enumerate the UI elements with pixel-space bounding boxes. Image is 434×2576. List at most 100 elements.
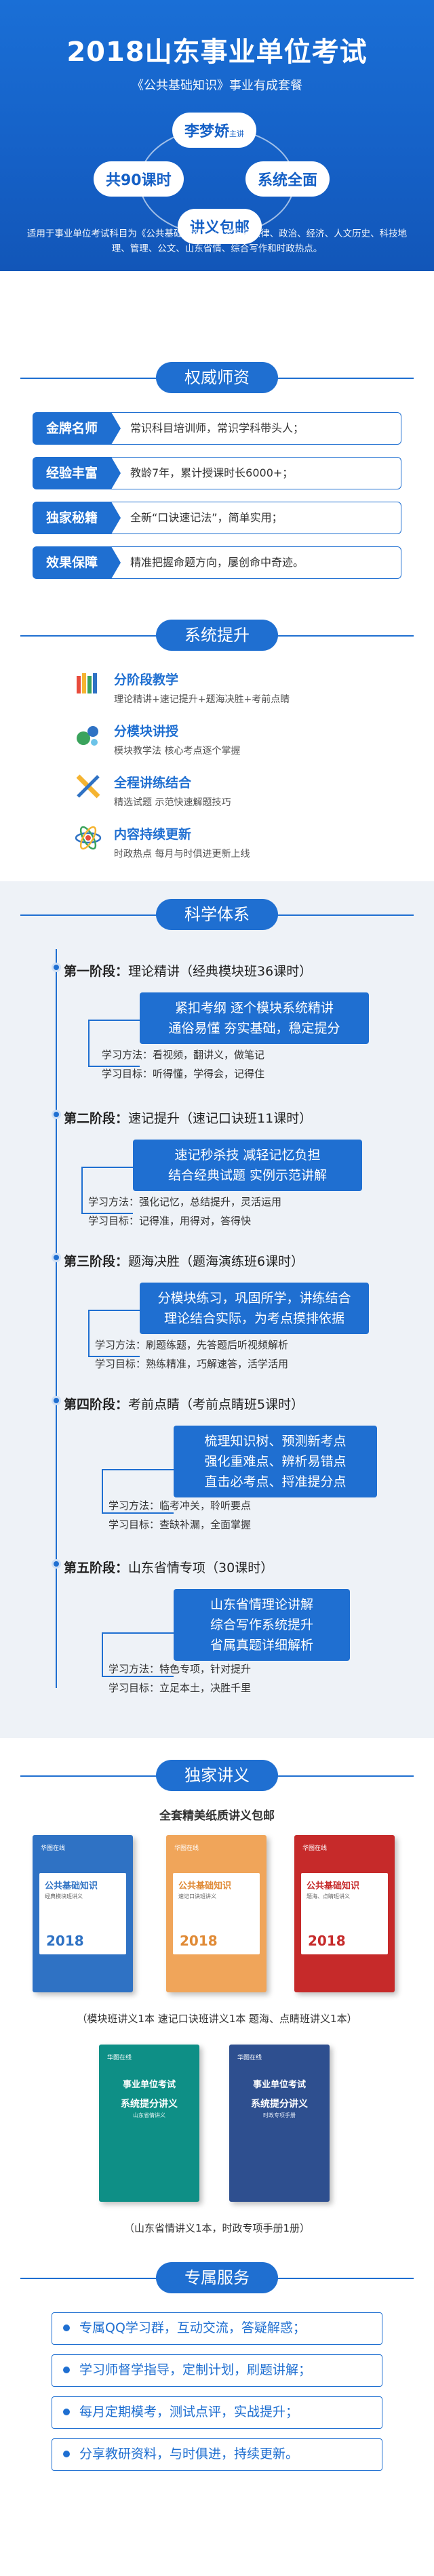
book-year: 2018 (180, 1933, 218, 1949)
book-cover: 华图在线 事业单位考试 系统提分讲义 时政专项手册 (229, 2045, 330, 2202)
book-title: 公共基础知识 (45, 1881, 98, 1891)
book-cover: 华图在线 公共基础知识 题海、点睛班讲义 2018 (294, 1835, 395, 1992)
hero-banner: 2018山东事业单位考试 《公共基础知识》事业有成套餐 李梦娇主讲 共90课时 … (0, 0, 434, 271)
authority-text: 教龄7年，累计授课时长6000+； (111, 457, 401, 489)
authority-section-header: 权威师资 (0, 347, 434, 408)
handout-bubble: 讲义包邮 (178, 209, 262, 244)
system-item-desc: 模块教学法 核心考点逐个掌握 (114, 746, 241, 757)
system-item-title: 全程讲练结合 (114, 776, 192, 790)
system-item-desc: 精选试题 示范快速解题技巧 (114, 797, 231, 808)
stage-title: 第一阶段：理论精讲（经典模块班36课时） (64, 964, 313, 979)
stage-goal: 学习目标：查缺补漏，全面掌握 (108, 1518, 252, 1531)
system-item: 分模块讲授 模块教学法 核心考点逐个掌握 (73, 720, 434, 758)
stage-method: 学习方法：看视频，翻讲义，做笔记 (102, 1049, 265, 1061)
stage-dot (52, 963, 61, 972)
stage-dot (52, 1253, 61, 1262)
atom-icon (73, 823, 103, 853)
authority-text: 精准把握命题方向，屡创命中奇迹。 (111, 546, 401, 579)
stage-title: 第二阶段：速记提升（速记口诀班11课时） (64, 1111, 313, 1126)
books-row-top: 华图在线 公共基础知识 经典模块班讲义 2018 华图在线 公共基础知识 速记口… (0, 1835, 434, 2011)
stage-box-line: 紧扣考纲 逐个模块系统精讲 (174, 1001, 334, 1015)
stage-highlight-box: 分模块练习，巩固所学，讲练结合 理论结合实际，为考点摸排依据 (140, 1283, 369, 1334)
stage-bracket (102, 1632, 174, 1677)
stage-goal: 学习目标：听得懂，学得会，记得住 (102, 1068, 265, 1080)
stage-highlight-box: 速记秒杀技 减轻记忆负担 结合经典试题 实例示范讲解 (133, 1140, 362, 1191)
authority-tag: 金牌名师 (33, 412, 121, 445)
publisher-logo: 华图在线 (41, 1845, 66, 1852)
authority-row: 经验丰富 教龄7年，累计授课时长6000+； (33, 457, 401, 489)
stage-highlight-box: 梳理知识树、预测新考点 强化重难点、辨析易错点 直击必考点、捋准提分点 (174, 1426, 377, 1497)
book-year: 2018 (46, 1933, 84, 1949)
handouts-label: 全套精美纸质讲义包邮 (159, 1809, 275, 1823)
services-section-header: 专属服务 (0, 2247, 434, 2308)
stage-box-line: 通俗易懂 夯实基础，稳定提分 (168, 1021, 340, 1036)
handouts-section-header: 独家讲义 (0, 1745, 434, 1806)
stage-dot (52, 1396, 61, 1405)
stage-box-line: 梳理知识树、预测新考点 (204, 1434, 347, 1449)
service-item: 分享教研资料，与时俱进，持续更新。 (52, 2438, 382, 2471)
stage-box-line: 分模块练习，巩固所学，讲练结合 (157, 1291, 351, 1306)
science-section-header: 科学体系 (0, 884, 434, 945)
stage-title: 第四阶段：考前点睛（考前点睛班5课时） (64, 1397, 304, 1412)
stage-box-line: 综合写作系统提升 (210, 1617, 313, 1632)
teacher-bubble: 李梦娇主讲 (172, 113, 257, 148)
stage-bracket (81, 1167, 133, 1214)
feature-bubbles: 李梦娇主讲 共90课时 系统全面 讲义包邮 (0, 107, 434, 256)
stage-dot (52, 1559, 61, 1569)
system-item-title: 分阶段教学 (114, 672, 179, 687)
authority-header: 权威师资 (156, 362, 278, 393)
system-item: 全程讲练结合 精选试题 示范快速解题技巧 (73, 771, 434, 809)
stage-goal: 学习目标：立足本土，决胜千里 (108, 1682, 252, 1694)
publisher-logo: 华图在线 (174, 1845, 199, 1852)
stage-dot (52, 1110, 61, 1119)
authority-tag: 独家秘籍 (33, 502, 121, 534)
authority-tag: 效果保障 (33, 546, 121, 579)
book-title: 公共基础知识 (178, 1881, 232, 1891)
book-title: 事业单位考试 (252, 2080, 306, 2090)
book-year: 2018 (308, 1933, 346, 1949)
science-header: 科学体系 (156, 899, 278, 930)
stage-box-line: 山东省情理论讲解 (210, 1597, 313, 1612)
handouts-header: 独家讲义 (156, 1760, 278, 1791)
hero-description: 适用于事业单位考试科目为《公共基础知识》，内容包括法律、政治、经济、人文历史、科… (26, 228, 408, 254)
system-item: 分阶段教学 理论精讲+速记提升+题海决胜+考前点睛 (73, 668, 434, 706)
system-section-header: 系统提升 (0, 605, 434, 666)
teacher-suffix: 主讲 (229, 129, 245, 138)
publisher-logo: 华图在线 (107, 2055, 132, 2061)
book-subtitle: 速记口诀班讲义 (178, 1893, 216, 1899)
services-list: 专属QQ学习群，互动交流，答疑解惑； 学习师督学指导，定制计划，刷题讲解； 每月… (0, 2308, 434, 2484)
authority-tag: 经验丰富 (33, 457, 121, 489)
system-item-title: 内容持续更新 (114, 827, 192, 842)
authority-row: 金牌名师 常识科目培训师，常识学科带头人； (33, 412, 401, 445)
authority-text: 全新“口诀速记法”，简单实用； (111, 502, 401, 534)
book-subtitle: 经典模块班讲义 (45, 1893, 83, 1899)
book-subtitle: 题海、点睛班讲义 (307, 1893, 350, 1899)
stage-goal: 学习目标：记得准，用得对，答得快 (88, 1215, 252, 1227)
system-item-title: 分模块讲授 (114, 724, 179, 739)
hero-subtitle: 《公共基础知识》事业有成套餐 (132, 79, 302, 93)
stage-method: 学习方法：特色专项，针对提升 (108, 1663, 252, 1675)
hours-bubble: 共90课时 (94, 161, 184, 197)
stage-title: 第三阶段：题海决胜（题海演练班6课时） (64, 1254, 304, 1269)
publisher-logo: 华图在线 (237, 2055, 262, 2061)
system-header: 系统提升 (156, 620, 278, 651)
pencils-icon (73, 668, 103, 698)
authority-list: 金牌名师 常识科目培训师，常识学科带头人； 经验丰富 教龄7年，累计授课时长60… (0, 408, 434, 605)
stage-box-line: 速记秒杀技 减轻记忆负担 (174, 1148, 321, 1163)
stage-goal: 学习目标：熟练精准，巧解速答，活学活用 (95, 1358, 289, 1370)
stage-box-line: 省属真题详细解析 (210, 1638, 313, 1653)
flask-icon (73, 720, 103, 750)
book-subtitle: 系统提分讲义 (121, 2099, 178, 2110)
teacher-name: 李梦娇 (184, 123, 230, 140)
service-item: 专属QQ学习群，互动交流，答疑解惑； (52, 2312, 382, 2345)
book-subtitle: 系统提分讲义 (251, 2099, 308, 2110)
crossed-tools-icon (73, 771, 103, 801)
system-item-desc: 理论精讲+速记提升+题海决胜+考前点睛 (114, 694, 290, 705)
system-item-desc: 时政热点 每月与时俱进更新上线 (114, 849, 250, 860)
stage-box-line: 强化重难点、辨析易错点 (204, 1454, 347, 1469)
authority-row: 独家秘籍 全新“口诀速记法”，简单实用； (33, 502, 401, 534)
timeline-line (56, 949, 57, 1688)
books-caption-top: （模块班讲义1本 速记口诀班讲义1本 题海、点睛班讲义1本） (77, 2013, 357, 2025)
book-cover: 华图在线 公共基础知识 经典模块班讲义 2018 (33, 1835, 133, 1992)
